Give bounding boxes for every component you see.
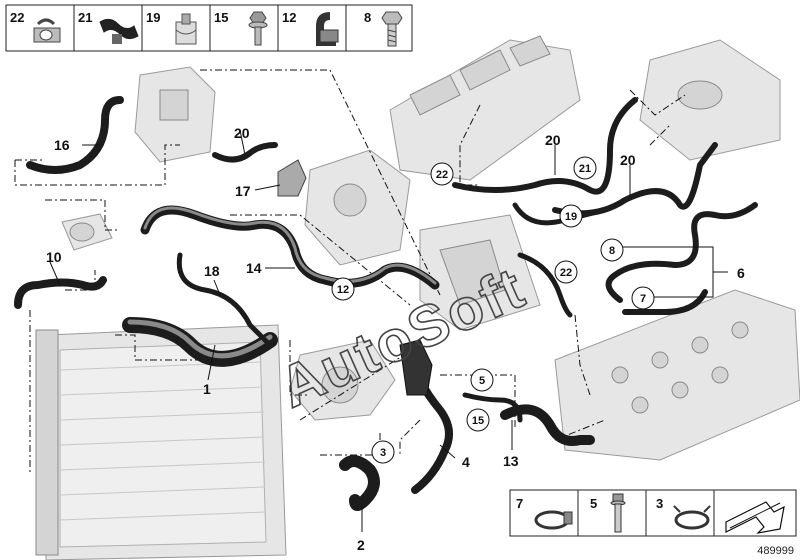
oil-cooler-module	[304, 149, 411, 266]
callout-10: 16	[54, 137, 70, 153]
circled-callout-8: 8	[600, 238, 624, 262]
svg-text:8: 8	[609, 245, 615, 257]
legend-number-7: 7	[516, 496, 523, 511]
callout-9: 10	[46, 249, 62, 265]
hose-part-6	[605, 202, 758, 315]
callout-labels: 16 20 17 14 18 10 1 2 4 13 6 20 20	[46, 125, 745, 553]
svg-text:21: 21	[579, 163, 591, 175]
legend-number-19: 19	[146, 10, 160, 25]
connector-part-4	[399, 339, 433, 396]
callout-2: 2	[357, 537, 365, 553]
callout-16: 18	[204, 263, 220, 279]
bracket-clip-icon	[175, 13, 197, 45]
top-parts-legend: 22 21 19 15 12 8	[5, 4, 413, 52]
svg-text:7: 7	[640, 293, 646, 305]
bracket-part-13	[277, 159, 307, 197]
svg-text:15: 15	[472, 415, 484, 427]
svg-text:19: 19	[565, 211, 577, 223]
svg-text:12: 12	[337, 284, 349, 296]
hose-parts	[14, 96, 758, 511]
callout-11: 14	[246, 260, 262, 276]
circled-callout-5: 5	[470, 368, 494, 392]
legend-number-3: 3	[656, 496, 663, 511]
hose-part-1	[122, 317, 278, 367]
engine-components	[35, 35, 800, 560]
diagram-number: 489999	[757, 545, 794, 557]
hose-part-10	[26, 96, 124, 174]
svg-text:22: 22	[560, 267, 572, 279]
hose-clamp-icon	[534, 510, 573, 530]
callout-13: 17	[235, 183, 251, 199]
legend-number-8: 8	[364, 10, 371, 25]
hose-part-16	[176, 252, 273, 348]
callout-1: 1	[203, 381, 211, 397]
circled-callout-19: 19	[559, 204, 583, 228]
svg-text:3: 3	[380, 447, 386, 459]
hose-part-14	[500, 404, 595, 446]
hose-clip-icon	[33, 18, 61, 43]
bolt-icon	[610, 493, 626, 533]
holder-clamp-icon	[316, 12, 339, 46]
auxiliary-pump	[61, 213, 113, 251]
cylinder-head-lower	[554, 289, 800, 461]
callout-4: 4	[462, 454, 470, 470]
spring-clamp-icon	[673, 505, 711, 530]
radiator	[35, 324, 287, 560]
circled-callout-7: 7	[631, 286, 655, 310]
cylinder-head-upper	[389, 35, 581, 181]
hex-bolt-icon	[381, 11, 403, 47]
leader-lines	[49, 129, 728, 532]
circled-callout-21: 21	[573, 156, 597, 180]
circled-callout-22-upper: 22	[430, 162, 454, 186]
pipe-part-15	[462, 392, 523, 423]
legend-number-12: 12	[282, 10, 296, 25]
flange-bolt-icon	[248, 11, 268, 46]
legend-number-21: 21	[78, 10, 92, 25]
circled-callout-22-lower: 22	[554, 260, 578, 284]
hose-part-9	[14, 276, 107, 309]
circled-callout-12: 12	[331, 277, 355, 301]
hose-part-22-lower	[517, 252, 573, 318]
watermark-text: AutoSoft	[270, 255, 535, 420]
callout-6: 6	[737, 265, 745, 281]
callout-17: 20	[234, 125, 250, 141]
hose-part-17	[212, 142, 278, 163]
legend-number-22: 22	[10, 10, 24, 25]
circled-callouts: 22 21 19 8 22 7 12 5	[331, 156, 655, 464]
bottom-parts-legend: 7 5 3	[509, 489, 797, 537]
water-pump	[289, 339, 396, 421]
thermostat-housing	[134, 66, 216, 163]
hose-part-2	[339, 455, 380, 511]
direction-arrow-icon	[725, 501, 785, 534]
retaining-clip-icon	[99, 18, 139, 44]
hose-part-20	[452, 97, 638, 195]
svg-text:22: 22	[436, 169, 448, 181]
circled-callout-15: 15	[466, 408, 490, 432]
intake-manifold	[419, 214, 541, 331]
legend-number-15: 15	[214, 10, 228, 25]
svg-text:5: 5	[479, 375, 485, 387]
callout-14: 13	[503, 453, 519, 469]
hose-part-11	[140, 205, 440, 290]
callout-20: 20	[545, 132, 561, 148]
expansion-tank	[639, 39, 781, 161]
circled-callout-3: 3	[371, 440, 395, 464]
callout-18: 20	[620, 152, 636, 168]
legend-number-5: 5	[590, 496, 597, 511]
